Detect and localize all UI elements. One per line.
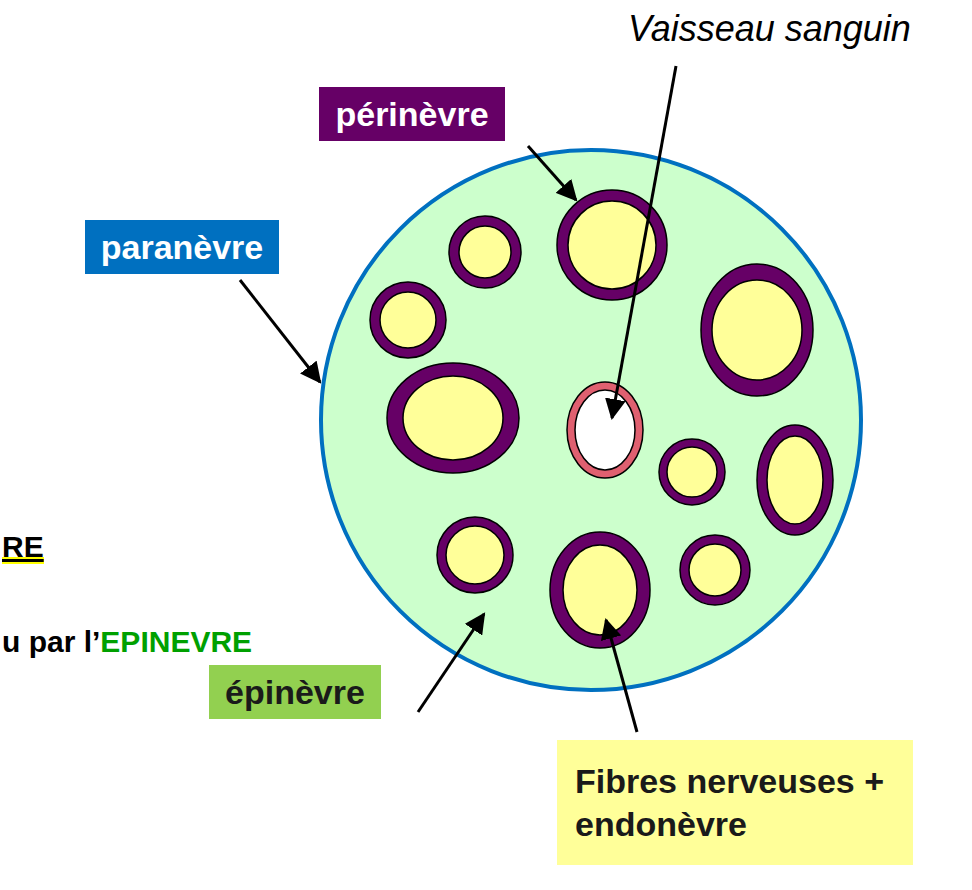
slide-text: EPINEVRE bbox=[100, 625, 252, 659]
slide-text: u par l’ bbox=[2, 625, 100, 659]
label-box: épinèvre bbox=[209, 665, 381, 720]
structure-label: Fibres nerveuses + endonèvre bbox=[575, 760, 895, 845]
structure-label: périnèvre bbox=[335, 93, 488, 136]
structure-label: épinèvre bbox=[225, 671, 365, 714]
leader-lines bbox=[240, 66, 676, 732]
label-box: paranèvre bbox=[85, 220, 280, 275]
blood-vessel bbox=[567, 382, 643, 478]
label-box: Fibres nerveuses + endonèvre bbox=[557, 740, 913, 865]
vessel-lumen bbox=[575, 390, 635, 470]
slide-text: RE bbox=[2, 530, 44, 564]
structure-label: paranèvre bbox=[101, 226, 264, 269]
label-box: périnèvre bbox=[319, 87, 504, 142]
structure-label: Vaisseau sanguin bbox=[628, 8, 911, 50]
fascicles bbox=[370, 190, 833, 648]
nerve-outline bbox=[321, 150, 861, 690]
